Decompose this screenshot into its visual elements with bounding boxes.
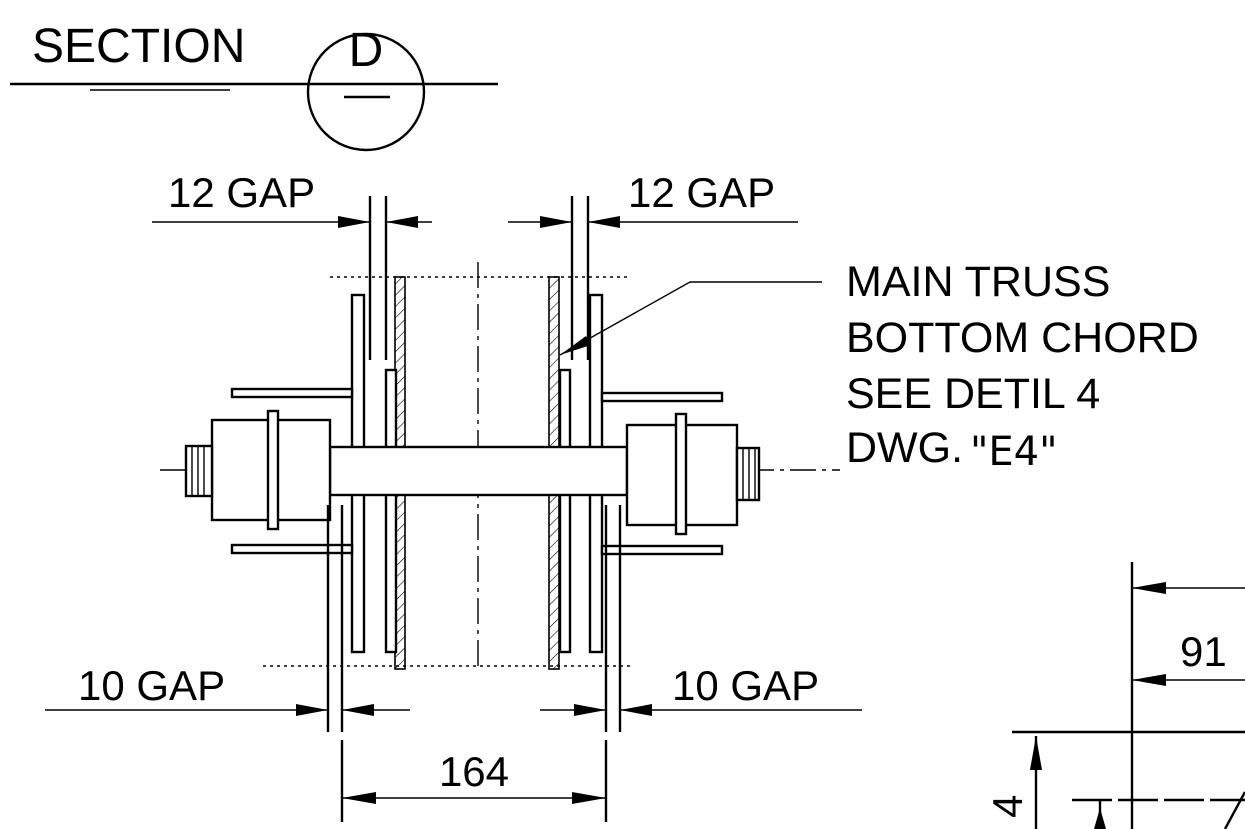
right-washer bbox=[674, 412, 688, 536]
packing-plates bbox=[230, 387, 724, 556]
section-letter: D bbox=[349, 24, 384, 77]
left-bottom-packing bbox=[230, 543, 354, 555]
chord-note: MAIN TRUSS BOTTOM CHORD SEE DETIL 4 DWG.… bbox=[559, 258, 1199, 475]
width-dimension: 164 bbox=[340, 740, 608, 822]
right-partial-dimension: 91 4 bbox=[984, 562, 1245, 829]
bottom-right-gap-label: 10 GAP bbox=[672, 662, 819, 709]
pin-assembly bbox=[184, 409, 761, 536]
section-title: SECTION D bbox=[10, 20, 498, 152]
section-label: SECTION bbox=[32, 20, 245, 73]
top-right-gap-dimension: 12 GAP bbox=[508, 169, 798, 360]
vertical-dimension-label: 4 bbox=[984, 795, 1031, 818]
left-thread-end bbox=[184, 444, 214, 498]
right-top-packing bbox=[600, 391, 724, 403]
left-washer bbox=[266, 409, 280, 531]
top-right-gap-label: 12 GAP bbox=[628, 169, 775, 216]
right-inner-plate bbox=[558, 368, 572, 654]
right-bottom-packing bbox=[600, 544, 724, 556]
pin-shaft bbox=[328, 445, 629, 497]
note-line-3: SEE DETIL 4 bbox=[846, 370, 1100, 418]
right-dimension-label: 91 bbox=[1180, 628, 1227, 675]
bottom-left-gap-dimension: 10 GAP bbox=[45, 505, 410, 732]
top-left-gap-label: 12 GAP bbox=[168, 169, 315, 216]
top-left-gap-dimension: 12 GAP bbox=[152, 169, 432, 360]
note-line-1: MAIN TRUSS bbox=[846, 258, 1110, 306]
bottom-left-gap-label: 10 GAP bbox=[78, 662, 225, 709]
section-circle bbox=[306, 32, 426, 152]
width-dimension-label: 164 bbox=[439, 748, 509, 795]
note-line-4-ref: "E4" bbox=[970, 429, 1058, 475]
left-inner-plate bbox=[384, 368, 398, 654]
bottom-right-gap-dimension: 10 GAP bbox=[540, 505, 862, 732]
note-line-4-prefix: DWG. bbox=[846, 424, 963, 472]
note-line-2: BOTTOM CHORD bbox=[846, 314, 1199, 362]
left-top-packing bbox=[230, 387, 354, 399]
